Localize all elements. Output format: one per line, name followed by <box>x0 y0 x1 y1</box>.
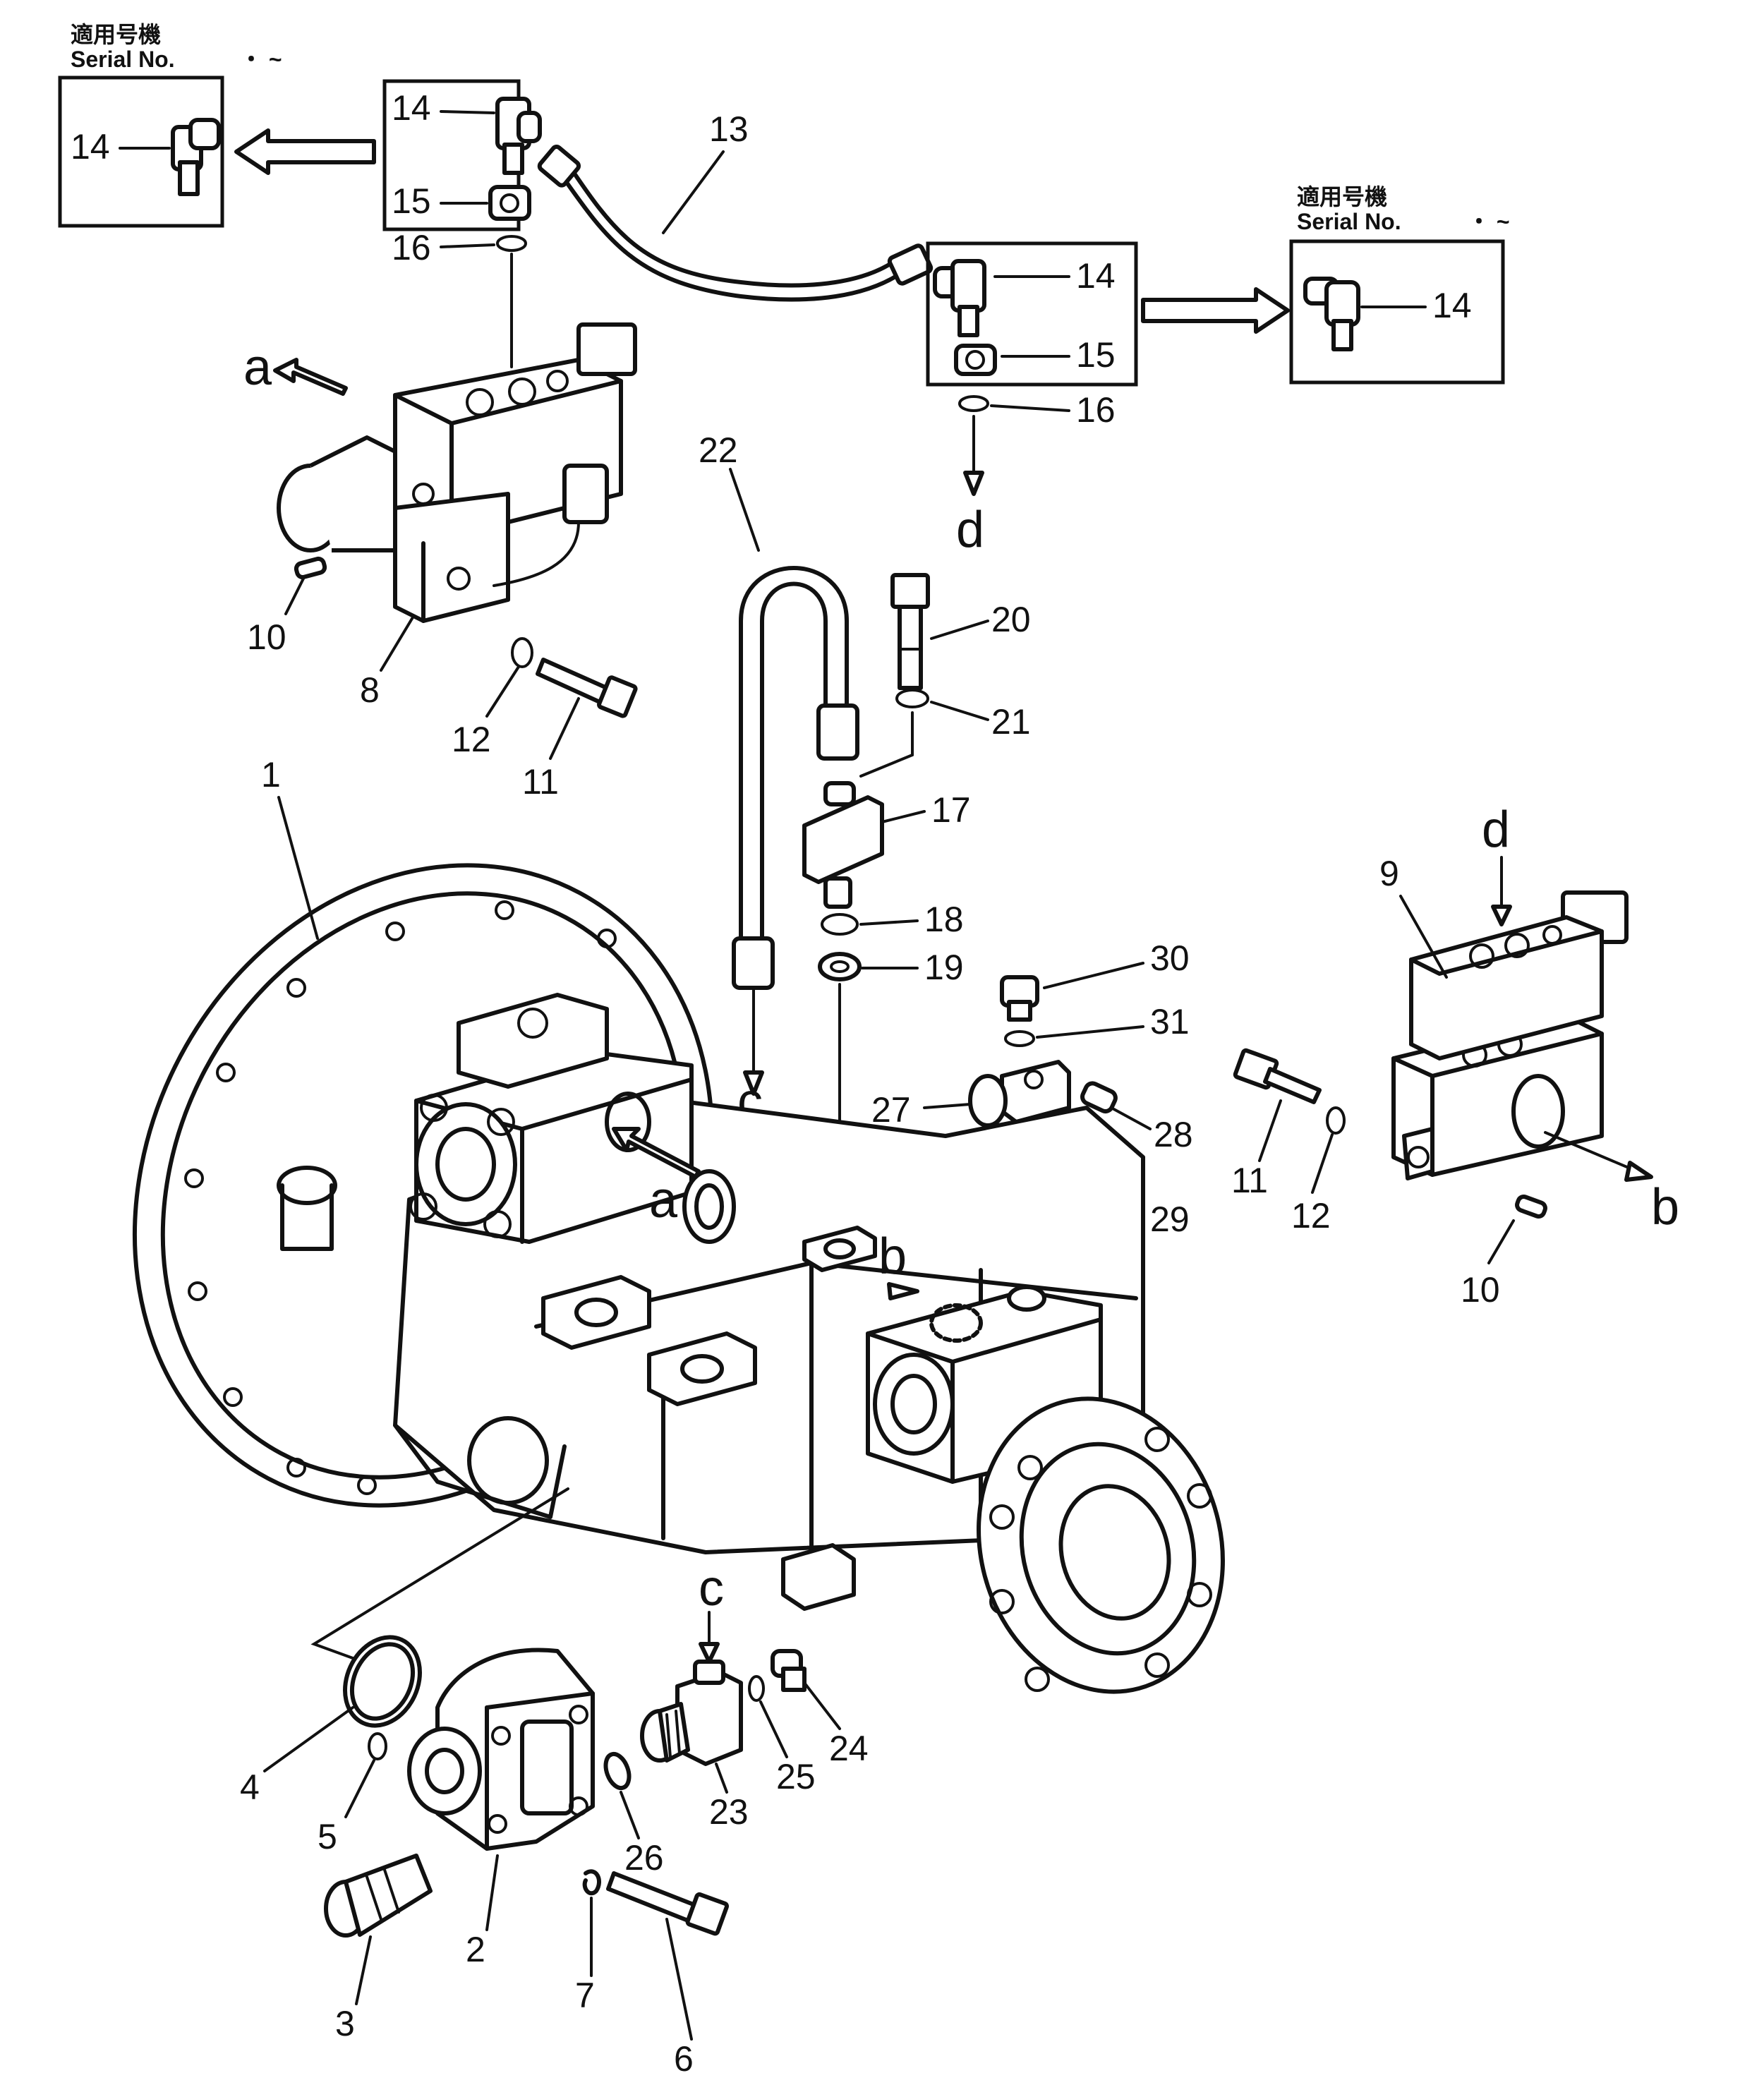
label-7: 7 <box>575 1976 595 2015</box>
plug-30 <box>1000 975 1039 1022</box>
label-5: 5 <box>318 1817 337 1856</box>
servo-valve-9 <box>1391 890 1629 1180</box>
label-17: 17 <box>931 790 971 830</box>
label-21: 21 <box>991 702 1031 742</box>
oring-4 <box>343 1635 422 1728</box>
elbow-fitting-right <box>933 259 986 337</box>
label-4: 4 <box>240 1767 260 1807</box>
label-2: 2 <box>466 1930 485 1969</box>
label-20: 20 <box>991 600 1031 639</box>
servo-valve-8 <box>277 322 637 623</box>
letter-b-right: b <box>1651 1179 1679 1235</box>
arrow-variant-right <box>1141 287 1290 334</box>
label-15-b: 15 <box>1076 335 1116 375</box>
label-29: 29 <box>1150 1199 1190 1239</box>
label-26: 26 <box>624 1838 664 1878</box>
nut-15-left <box>488 185 531 221</box>
plug-28 <box>1080 1081 1118 1114</box>
label-3: 3 <box>335 2004 355 2043</box>
oring-26 <box>603 1751 632 1791</box>
elbow-fitting-variant-right <box>1303 277 1360 351</box>
label-18: 18 <box>924 900 964 939</box>
nut-15-right <box>954 344 997 376</box>
washer-12-left <box>511 637 533 668</box>
label-28: 28 <box>1154 1115 1193 1154</box>
pin-10-left <box>294 556 327 580</box>
variant-box-right <box>1289 239 1505 385</box>
bolt-11-left <box>536 658 638 718</box>
bolt-20 <box>890 573 930 690</box>
label-25: 25 <box>776 1757 816 1796</box>
washer-12-right <box>1326 1106 1346 1135</box>
seal-19 <box>818 952 862 981</box>
main-pump-1 <box>133 863 1225 1694</box>
oring-18 <box>821 913 859 936</box>
label-1: 1 <box>261 755 281 794</box>
oring-16-left <box>496 235 527 252</box>
hose-22 <box>739 566 849 948</box>
relief-valve-3 <box>324 1854 433 1938</box>
label-16-b: 16 <box>1076 390 1116 430</box>
label-23: 23 <box>709 1792 749 1832</box>
label-31: 31 <box>1150 1002 1190 1041</box>
label-27: 27 <box>871 1090 911 1130</box>
label-30: 30 <box>1150 938 1190 978</box>
label-11-left: 11 <box>522 762 559 802</box>
flange-17 <box>802 781 884 909</box>
washer-7 <box>582 1869 601 1896</box>
serial-note-en-left: Serial No. <box>71 47 175 72</box>
bolt-6 <box>606 1871 730 1936</box>
label-13: 13 <box>709 109 749 149</box>
label-12-left: 12 <box>452 720 491 759</box>
label-8: 8 <box>360 670 380 710</box>
label-14-b: 14 <box>1076 256 1116 296</box>
label-10-right: 10 <box>1461 1270 1500 1310</box>
washer-25 <box>748 1675 765 1702</box>
letter-c-bottom: c <box>699 1560 724 1616</box>
label-14-a: 14 <box>392 88 431 128</box>
label-14-box-right: 14 <box>1432 286 1472 325</box>
label-19: 19 <box>924 948 964 987</box>
arrow-variant-left <box>234 128 376 175</box>
label-9: 9 <box>1379 854 1399 893</box>
oring-31 <box>1004 1030 1035 1047</box>
label-16-a: 16 <box>392 228 431 267</box>
oring-16-right <box>958 395 989 412</box>
serial-note-en-right: Serial No. <box>1297 209 1401 234</box>
pin-10-right <box>1515 1195 1547 1219</box>
oring-5 <box>368 1732 387 1760</box>
serial-note-range-left: ・ ~ <box>240 47 282 72</box>
variant-box-left <box>58 75 224 228</box>
label-12-right: 12 <box>1291 1196 1331 1235</box>
label-14-box-left: 14 <box>71 127 110 167</box>
detail-box-right <box>926 241 1138 387</box>
elbow-fitting-left <box>495 97 542 175</box>
letter-a-top: a <box>243 339 272 396</box>
hose-13 <box>555 167 905 302</box>
gear-pump-2 <box>407 1648 595 1851</box>
washer-21 <box>895 689 929 708</box>
letter-b-body: b <box>878 1228 907 1285</box>
label-11-right: 11 <box>1231 1161 1268 1200</box>
serial-note-range-right: ・ ~ <box>1468 209 1510 234</box>
serial-note-jp-right: 適用号機 <box>1297 184 1387 210</box>
label-6: 6 <box>674 2039 694 2079</box>
elbow-fitting-variant-left <box>171 118 221 196</box>
letter-d-top: d <box>956 502 984 558</box>
plug-24 <box>771 1649 807 1692</box>
valve-23 <box>640 1660 743 1766</box>
letter-d-right: d <box>1482 802 1510 858</box>
label-22: 22 <box>699 430 738 470</box>
label-24: 24 <box>829 1729 869 1768</box>
letter-a-body: a <box>649 1172 678 1228</box>
label-10-left: 10 <box>247 617 286 657</box>
serial-note-jp-left: 適用号機 <box>71 22 161 47</box>
bolt-11-right <box>1233 1048 1322 1104</box>
label-15-a: 15 <box>392 181 431 221</box>
